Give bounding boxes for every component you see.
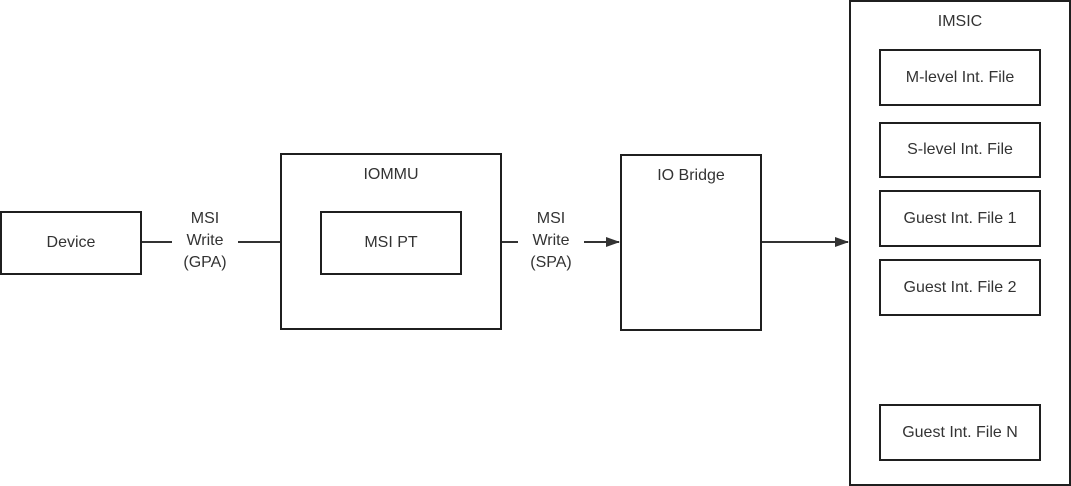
edge-label-spa-line1: MSI	[536, 210, 566, 227]
iommu-title: IOMMU	[363, 166, 419, 183]
edge-label-gpa: MSI Write (GPA)	[172, 208, 238, 274]
imsic-file-m-level: M-level Int. File	[879, 49, 1041, 106]
device-label: Device	[46, 234, 96, 251]
imsic-file-s-level: S-level Int. File	[879, 122, 1041, 178]
imsic-title: IMSIC	[937, 13, 983, 30]
edge-label-gpa-line3: (GPA)	[183, 254, 227, 271]
edge-label-spa-line3: (SPA)	[530, 254, 572, 271]
imsic-file-label: Guest Int. File 1	[903, 209, 1017, 227]
imsic-file-guest-1: Guest Int. File 1	[879, 190, 1041, 247]
edge-label-spa-line2: Write	[532, 232, 570, 249]
imsic-file-label: Guest Int. File N	[902, 423, 1018, 441]
imsic-file-guest-2: Guest Int. File 2	[879, 259, 1041, 316]
imsic-file-label: M-level Int. File	[905, 68, 1015, 86]
io-bridge-title: IO Bridge	[657, 167, 725, 184]
imsic-file-guest-n: Guest Int. File N	[879, 404, 1041, 461]
edge-label-gpa-line2: Write	[186, 232, 224, 249]
imsic-file-label: Guest Int. File 2	[903, 278, 1017, 296]
io-bridge-box: IO Bridge	[620, 154, 762, 331]
msi-pt-label: MSI PT	[364, 234, 418, 251]
device-box: Device	[0, 211, 142, 275]
imsic-file-label: S-level Int. File	[907, 141, 1013, 158]
msi-pt-box: MSI PT	[320, 211, 462, 275]
edge-label-spa: MSI Write (SPA)	[518, 208, 584, 274]
edge-label-gpa-line1: MSI	[190, 210, 220, 227]
